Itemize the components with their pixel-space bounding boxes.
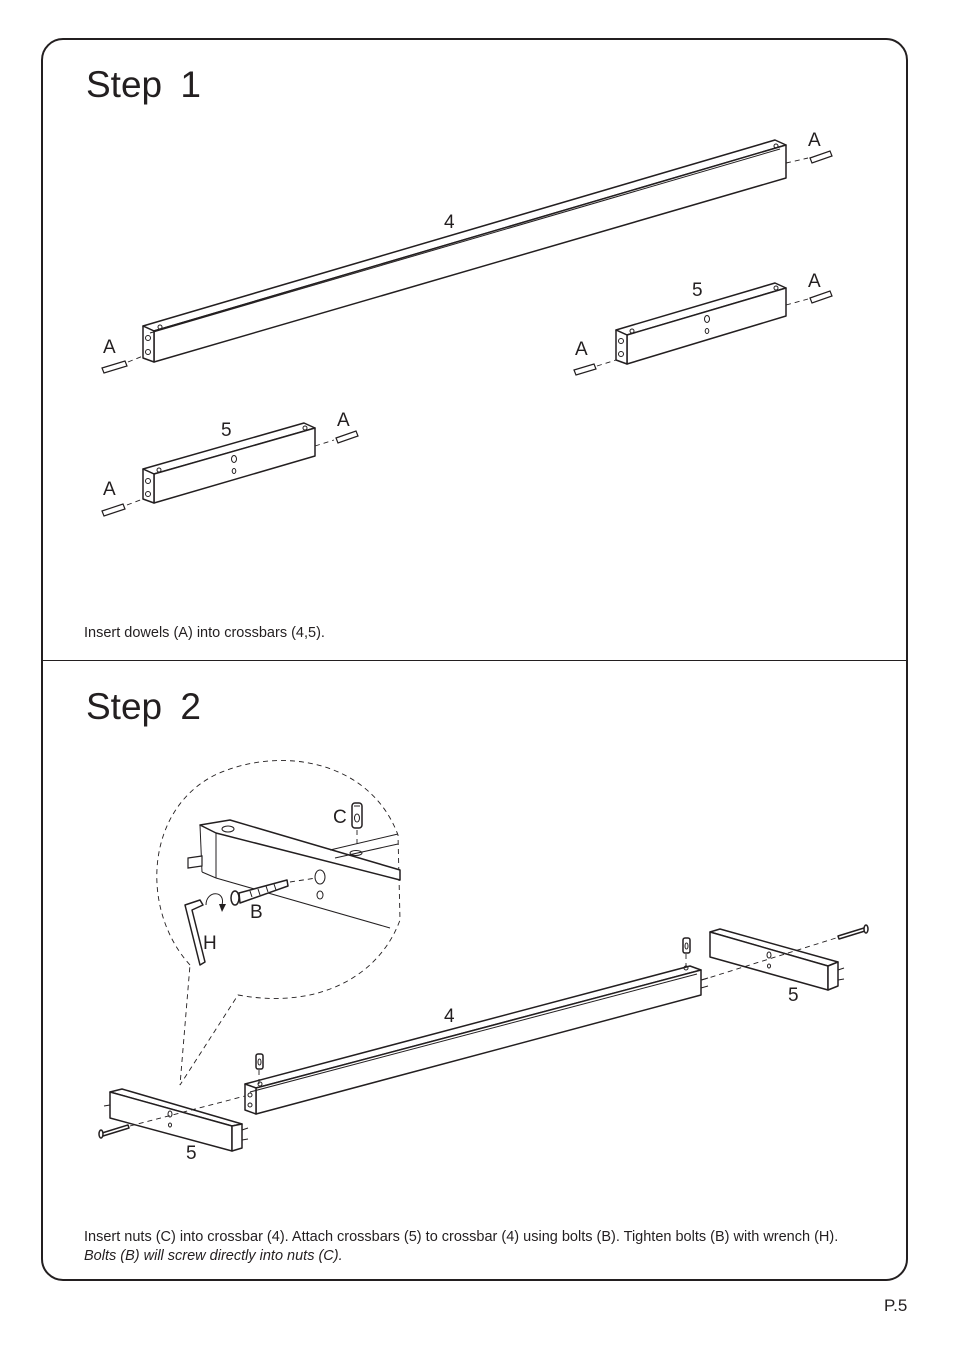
nut-c-right [682,937,691,966]
detail-callout: C B H [156,760,401,1086]
step2-caption-regular: Insert nuts (C) into crossbar (4). Attac… [84,1229,839,1245]
label-bar-5-step2-left: 5 [186,1143,197,1164]
crossbar-4-step1 [142,139,787,363]
label-bar-5-step2-right: 5 [788,985,799,1006]
label-dowel-a: A [808,271,821,292]
label-nut-c: C [333,807,347,828]
step2-illustration: C B H [98,760,869,1164]
label-dowel-a: A [103,479,116,500]
wrench-h-detail [184,899,206,966]
step1-title: Step 1 [86,64,201,105]
step-divider [42,660,908,661]
crossbar-4-step2 [244,965,709,1115]
label-bar-4-step2: 4 [444,1006,455,1027]
label-dowel-a: A [337,410,350,431]
page-frame [41,38,908,1281]
step2-caption-italic: Bolts (B) will screw directly into nuts … [84,1248,343,1264]
bolt-b-right [837,924,869,940]
label-bolt-b: B [250,902,263,923]
step2-title: Step 2 [86,686,201,727]
step2-caption: Insert nuts (C) into crossbar (4). Attac… [84,1228,854,1266]
crossbar-5-step2-right [709,928,845,991]
dowel-a-4 [809,290,833,304]
step1-caption: Insert dowels (A) into crossbars (4,5). [84,625,325,641]
dowel-a-1 [101,360,128,374]
crossbar-5-step1-left [142,422,316,504]
page-number: P.5 [884,1296,908,1315]
nut-c-detail [351,802,363,848]
crossbar-5-step2-left [103,1088,249,1152]
label-bar-5-left: 5 [221,420,232,441]
bolt-b-left [98,1124,130,1139]
dowel-a-2 [809,150,833,164]
dowel-a-5 [101,503,126,517]
label-bar-4-step1: 4 [444,212,455,233]
label-dowel-a: A [575,339,588,360]
label-dowel-a: A [103,337,116,358]
bolt-b-detail [230,877,317,906]
dowel-a-6 [335,430,359,444]
label-wrench-h: H [203,933,217,954]
dowel-a-3 [573,363,597,376]
crossbar-5-step1-right [615,282,787,365]
step1-illustration: 4 A A 5 A A [101,130,833,517]
nut-c-left [255,1053,264,1085]
label-bar-5-right: 5 [692,280,703,301]
label-dowel-a: A [808,130,821,151]
